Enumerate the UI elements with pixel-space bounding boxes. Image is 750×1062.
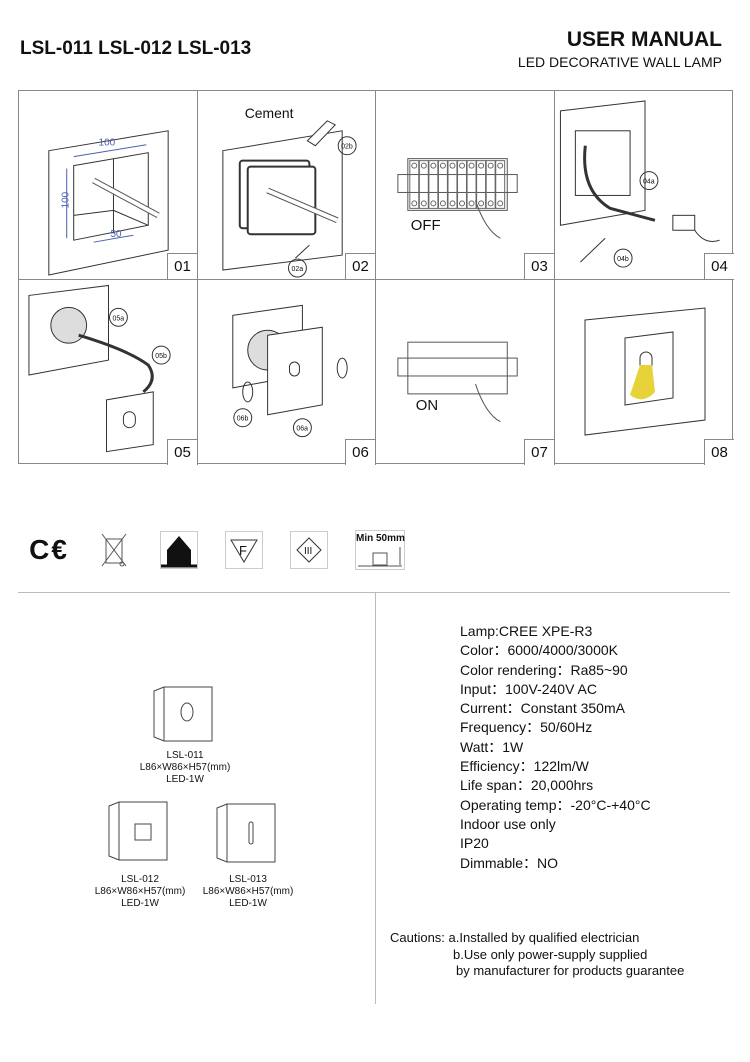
- indoor-use-icon: [160, 531, 198, 569]
- svg-text:III: III: [304, 546, 312, 557]
- document-title: USER MANUAL: [566, 28, 722, 51]
- fix-cover-illustration: 06b 06a: [232, 304, 348, 438]
- product-model: LSL-013: [229, 874, 267, 885]
- model-numbers: LSL-011 LSL-012 LSL-013: [20, 38, 252, 59]
- svg-text:Cement: Cement: [245, 105, 294, 121]
- connect-lamp-illustration: 05a 05b: [28, 284, 171, 453]
- svg-text:100: 100: [99, 138, 116, 149]
- recess-dimensions-illustration: 100 100 50: [48, 130, 169, 276]
- section-divider: [18, 592, 730, 593]
- svg-text:04a: 04a: [643, 179, 655, 186]
- product-dims: L86×W86×H57(mm): [139, 762, 231, 773]
- product-power: LED-1W: [166, 774, 204, 785]
- spec-item: Efficiency：122lm/W: [460, 758, 589, 775]
- ce-mark-icon: C€: [29, 534, 69, 565]
- spec-item: Frequency：50/60Hz: [460, 719, 593, 736]
- step-number: 04: [704, 253, 734, 279]
- product-model: LSL-011: [166, 750, 204, 761]
- product-power: LED-1W: [229, 898, 267, 909]
- lsl-012-illustration: [108, 801, 168, 861]
- spec-item: Lamp:CREE XPE-R3: [460, 623, 593, 639]
- step-number: 02: [345, 253, 375, 279]
- caution-line: b.Use only power-supply supplied: [453, 946, 648, 962]
- step-03: OFF 03: [376, 91, 555, 280]
- svg-text:ON: ON: [416, 398, 438, 414]
- spec-item: Watt：1W: [460, 738, 524, 755]
- step-07: ON 07: [376, 280, 555, 465]
- spec-item: Dimmable：NO: [460, 854, 559, 871]
- lamp-lit-illustration: [584, 307, 706, 436]
- spec-item: Life span：20,000hrs: [460, 777, 594, 794]
- svg-text:50: 50: [110, 229, 122, 240]
- mounting-box-illustration: Cement 02b 02a: [222, 105, 357, 278]
- min-clearance-label: Min 50mm: [356, 533, 405, 544]
- installation-steps-grid: 100 100 50 01 Cement 02b 02a 02 OFF 03 0…: [18, 90, 734, 465]
- product-dims: L86×W86×H57(mm): [202, 886, 294, 897]
- step-number: 07: [524, 439, 554, 465]
- spec-item: IP20: [460, 835, 489, 852]
- svg-text:05b: 05b: [155, 353, 167, 360]
- step-number: 03: [524, 253, 554, 279]
- step-04: 04a 04b 04: [555, 91, 734, 280]
- svg-text:02b: 02b: [341, 144, 353, 151]
- lsl-011-illustration: [153, 686, 213, 742]
- svg-text:OFF: OFF: [411, 218, 441, 234]
- product-dims: L86×W86×H57(mm): [94, 886, 186, 897]
- class-iii-icon: III: [290, 531, 328, 569]
- step-number: 01: [167, 253, 197, 279]
- lsl-013-illustration: [216, 803, 276, 863]
- step-number: 05: [167, 439, 197, 465]
- svg-text:02a: 02a: [291, 266, 303, 273]
- svg-text:100: 100: [61, 191, 72, 208]
- spec-item: Indoor use only: [460, 815, 556, 832]
- spec-item: Color rendering：Ra85~90: [460, 661, 628, 678]
- spec-item: Current：Constant 350mA: [460, 700, 625, 717]
- cautions: Cautions: a.Installed by qualified elect…: [390, 930, 684, 980]
- svg-text:06a: 06a: [296, 426, 308, 433]
- step-06: 06b 06a 06: [198, 280, 376, 465]
- step-number: 08: [704, 439, 734, 465]
- breaker-on-illustration: ON: [397, 341, 518, 423]
- spec-item: Input：100V-240V AC: [460, 680, 597, 697]
- certification-marks: C€ F III Min 50mm: [29, 530, 405, 570]
- product-power: LED-1W: [121, 898, 159, 909]
- step-01: 100 100 50 01: [19, 91, 198, 280]
- min-clearance-icon: Min 50mm: [355, 530, 405, 570]
- caution-line: Cautions: a.Installed by qualified elect…: [390, 930, 640, 945]
- svg-text:F: F: [239, 543, 247, 558]
- svg-text:04b: 04b: [617, 256, 629, 263]
- spec-item: Color：6000/4000/3000K: [460, 642, 619, 659]
- product-model: LSL-012: [121, 874, 159, 885]
- caution-line: by manufacturer for products guarantee: [456, 963, 685, 978]
- document-subtitle: LED DECORATIVE WALL LAMP: [517, 54, 722, 70]
- wiring-illustration: 04a 04b: [559, 100, 720, 268]
- spec-item: Operating temp：-20°C-+40°C: [460, 796, 651, 813]
- step-number: 06: [345, 439, 375, 465]
- column-divider: [375, 592, 376, 1004]
- step-02: Cement 02b 02a 02: [198, 91, 376, 280]
- svg-text:05a: 05a: [112, 315, 124, 322]
- step-08: 08: [555, 280, 734, 465]
- step-05: 05a 05b 05: [19, 280, 198, 465]
- svg-text:06b: 06b: [237, 416, 249, 423]
- f-mark-icon: F: [225, 531, 263, 569]
- breaker-off-illustration: OFF: [397, 158, 518, 239]
- weee-bin-icon: [95, 531, 133, 569]
